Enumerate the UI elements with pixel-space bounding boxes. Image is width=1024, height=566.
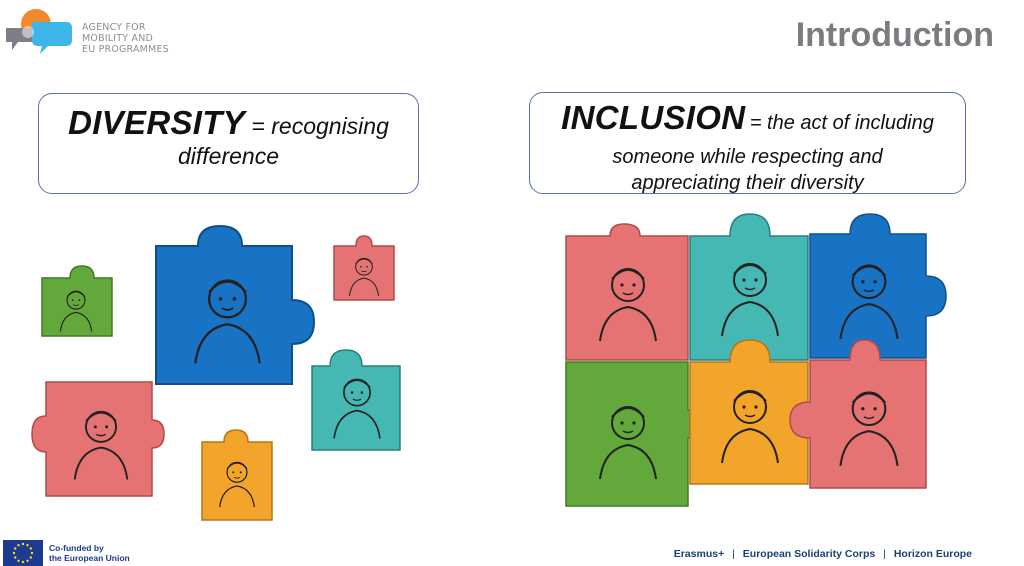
programme-separator: | (883, 548, 886, 560)
inclusion-keyword: INCLUSION (561, 99, 746, 136)
cofunded-line-2: the European Union (49, 553, 130, 563)
diversity-definition-box: DIVERSITY = recognising difference (38, 93, 419, 194)
agency-name-line-2: MOBILITY AND (82, 33, 154, 44)
puzzle-piece-green-bottom-left (565, 361, 701, 507)
programme-erasmus: Erasmus+ (673, 548, 725, 560)
eu-cofunded-badge: Co-funded by the European Union (3, 540, 130, 566)
slide-title: Introduction (795, 16, 994, 54)
cofunded-text: Co-funded by the European Union (49, 543, 130, 563)
programme-horizon: Horizon Europe (893, 548, 972, 560)
puzzle-piece-teal-medium (311, 349, 401, 451)
puzzle-piece-red-top-left (565, 223, 689, 361)
puzzle-piece-red-medium (31, 381, 165, 497)
puzzle-piece-green-small (41, 265, 113, 337)
agency-name-line-3: EU PROGRAMMES (82, 44, 169, 55)
puzzle-piece-orange-small (201, 429, 273, 521)
puzzle-piece-orange-bottom-middle (689, 339, 809, 485)
diversity-definition-part2: difference (177, 143, 279, 169)
agency-name-line-1: AGENCY FOR (82, 22, 146, 33)
diversity-definition-part1: = recognising (251, 113, 389, 139)
agency-logo: AGENCY FOR MOBILITY AND EU PROGRAMMES (4, 8, 174, 58)
puzzle-piece-blue-large (155, 224, 316, 385)
cofunded-line-1: Co-funded by (49, 543, 104, 553)
inclusion-definition-part3: appreciating their diversity (631, 172, 864, 194)
puzzle-assembled (565, 213, 947, 507)
inclusion-definition-part1: = the act of including (749, 112, 934, 134)
puzzle-piece-red-small (333, 235, 395, 301)
inclusion-definition-box: INCLUSION = the act of including someone… (529, 92, 966, 194)
inclusion-definition-part2: someone while respecting and (612, 146, 883, 168)
puzzle-piece-teal-top-middle (689, 213, 809, 361)
agency-logo-icon (6, 9, 72, 54)
puzzle-piece-red-bottom-right (789, 339, 927, 489)
diversity-keyword: DIVERSITY (68, 104, 246, 141)
programmes-list: Erasmus+ | European Solidarity Corps | H… (674, 548, 972, 560)
agency-name: AGENCY FOR MOBILITY AND EU PROGRAMMES (82, 22, 169, 55)
eu-flag-icon (3, 540, 43, 566)
programme-esc: European Solidarity Corps (742, 548, 876, 560)
programme-separator: | (732, 548, 735, 560)
puzzle-piece-blue-top-right (809, 213, 947, 359)
